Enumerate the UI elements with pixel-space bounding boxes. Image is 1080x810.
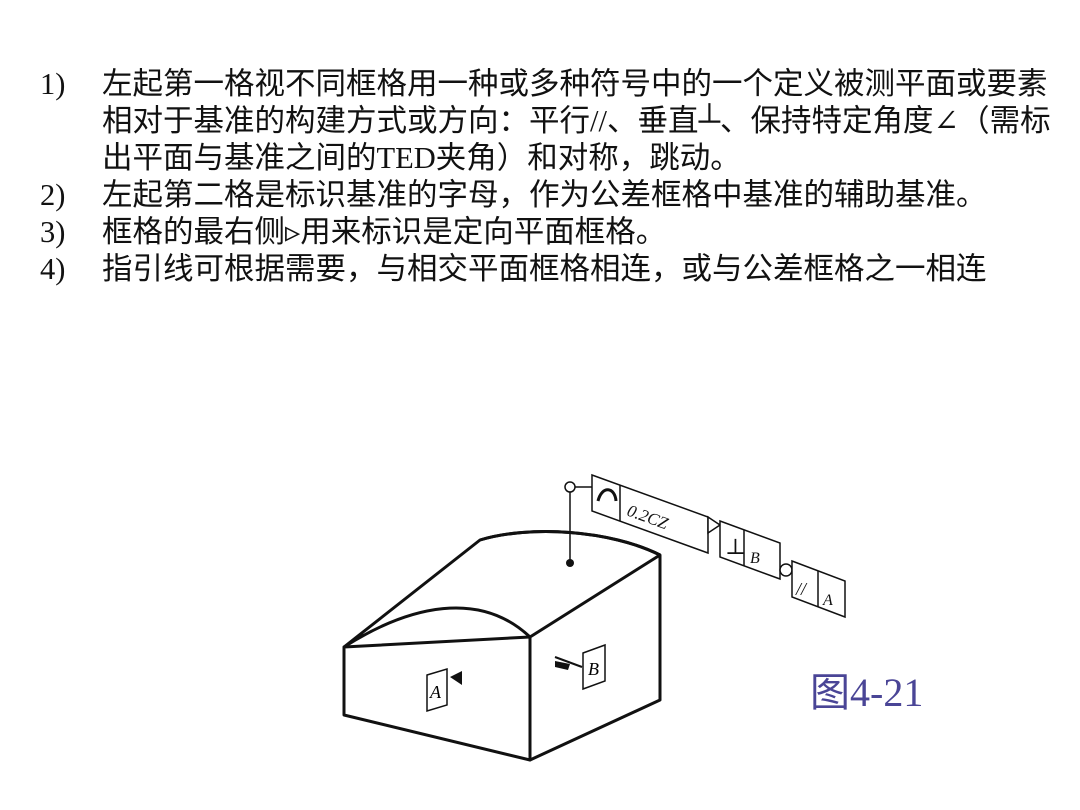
datum-a-label: A <box>429 682 442 702</box>
item-number: 1) <box>40 67 66 101</box>
perp-datum-label: B <box>750 550 760 567</box>
requirement-list: 1) 左起第一格视不同框格用一种或多种符号中的一个定义被测平面或要素相对于基准的… <box>40 66 1070 288</box>
datum-b-flag: B <box>554 643 606 691</box>
list-item: 1) 左起第一格视不同框格用一种或多种符号中的一个定义被测平面或要素相对于基准的… <box>40 66 1070 177</box>
datum-b-label: B <box>588 659 599 679</box>
figure-caption: 图4-21 <box>810 670 924 715</box>
parallel-symbol: // <box>795 579 808 599</box>
tolerance-frame: 0.2CZ ⊥ B // A <box>591 473 846 619</box>
item-text: 指引线可根据需要，与相交平面框格相连，或与公差框格之一相连 <box>102 252 987 286</box>
block-right-face <box>528 553 662 762</box>
list-item: 3) 框格的最右侧▹用来标识是定向平面框格。 <box>40 214 1070 251</box>
item-text: 左起第一格视不同框格用一种或多种符号中的一个定义被测平面或要素相对于基准的构建方… <box>102 67 1051 175</box>
block-top-face <box>343 530 661 649</box>
item-number: 4) <box>40 252 66 286</box>
item-text: 框格的最右侧▹用来标识是定向平面框格。 <box>102 215 667 249</box>
datum-a-flag: A <box>426 667 462 713</box>
leader-point <box>566 559 574 567</box>
list-item: 4) 指引线可根据需要，与相交平面框格相连，或与公差框格之一相连 <box>40 251 1070 288</box>
parallel-datum-label: A <box>822 592 833 609</box>
item-number: 3) <box>40 215 66 249</box>
item-number: 2) <box>40 178 66 212</box>
item-text: 左起第二格是标识基准的字母，作为公差框格中基准的辅助基准。 <box>102 178 987 212</box>
tolerance-block-figure: A B 0.2CZ ⊥ B // A <box>342 473 846 762</box>
leader-origin-circle <box>564 481 576 493</box>
list-item: 2) 左起第二格是标识基准的字母，作为公差框格中基准的辅助基准。 <box>40 177 1070 214</box>
perpendicular-symbol: ⊥ <box>725 534 746 559</box>
